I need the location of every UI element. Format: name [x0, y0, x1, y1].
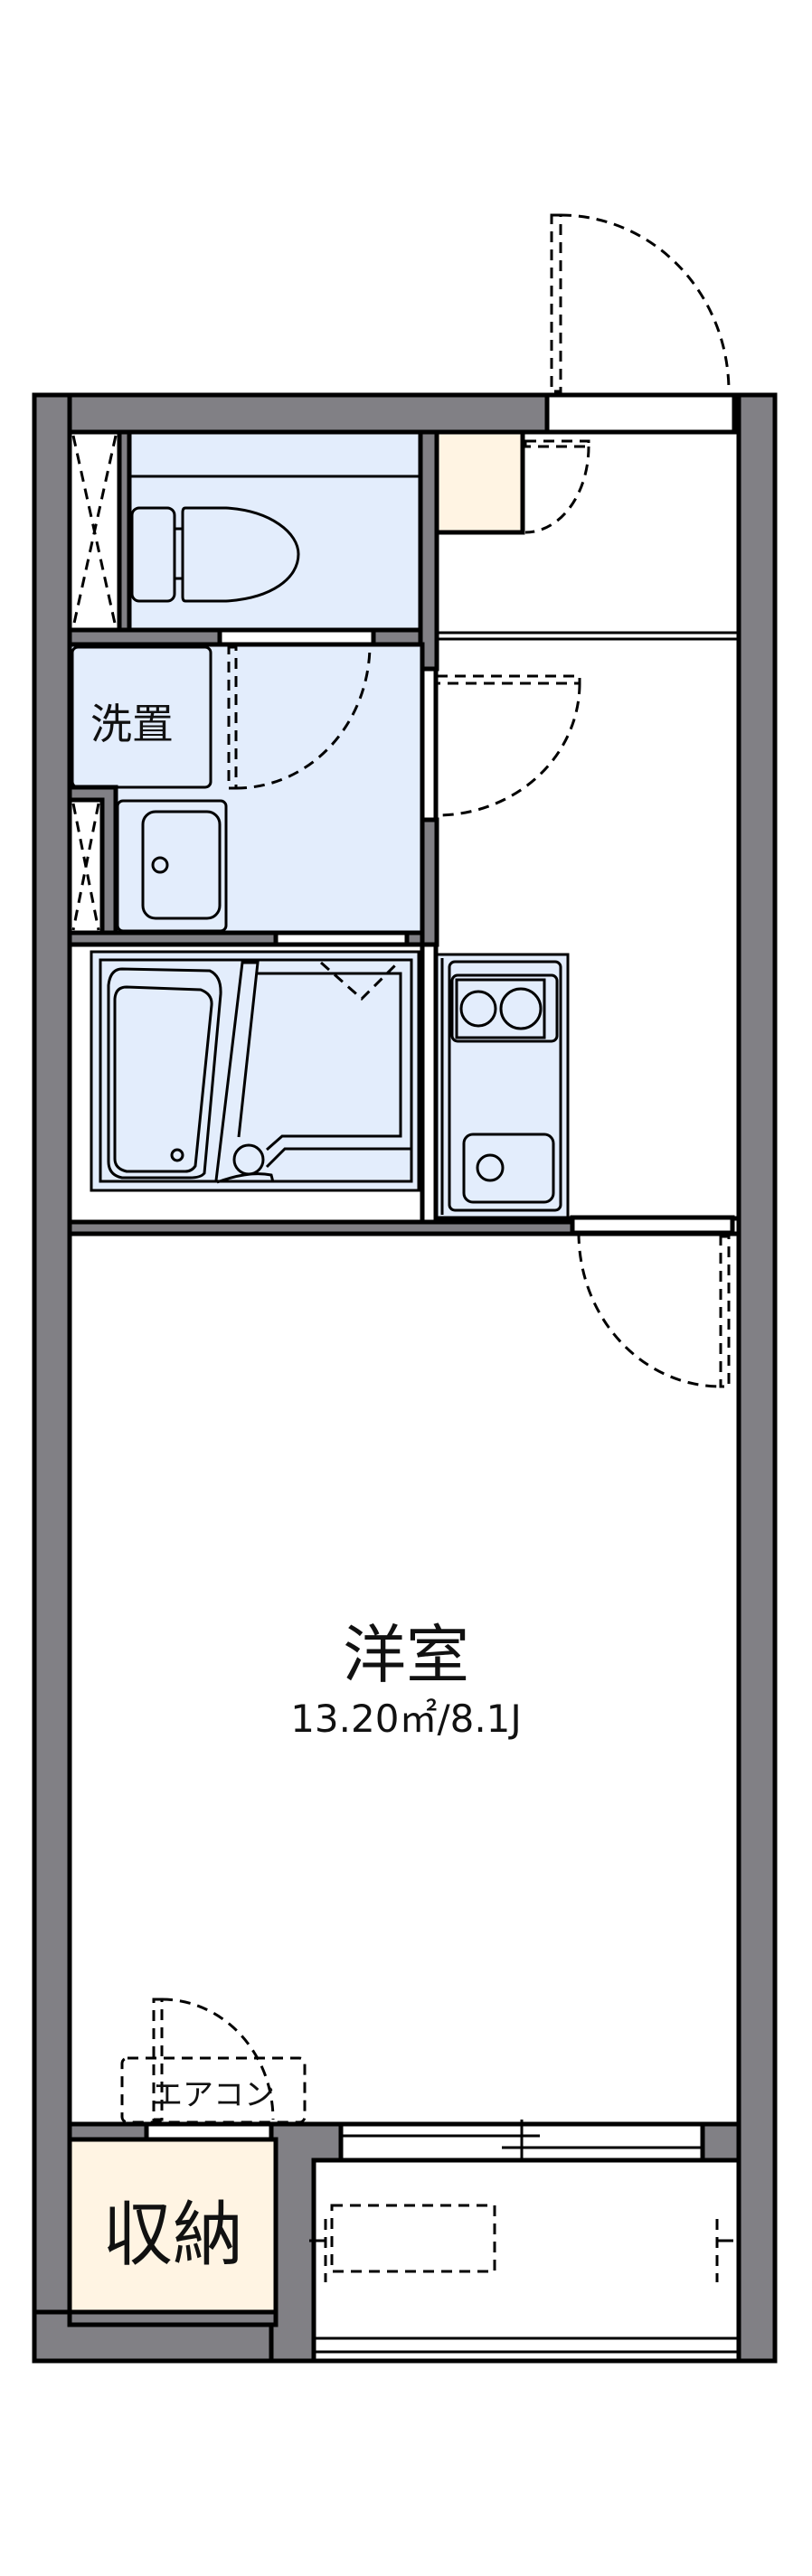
interior-wall — [418, 429, 439, 672]
western-room — [67, 1231, 741, 2127]
western-room-label: 洋室 — [343, 1618, 469, 1692]
washer-space — [71, 645, 212, 789]
washbasin — [116, 799, 228, 933]
western-room-area: 13.20㎡/8.1J — [290, 1697, 522, 1741]
bathroom — [67, 942, 425, 1225]
kitchen-sink — [462, 1133, 555, 1204]
burner-right — [499, 987, 543, 1030]
toilet-tank — [130, 506, 176, 603]
storage-label: 収納 — [101, 2195, 243, 2276]
ac-outdoor-unit — [330, 2204, 496, 2273]
toilet-room — [127, 429, 423, 633]
toilet-bowl — [181, 506, 300, 603]
washroom — [67, 642, 581, 936]
stove — [455, 978, 546, 1039]
entrance-door — [544, 213, 737, 435]
air-conditioner-label: エアコン — [152, 2077, 275, 2113]
bath-faucet — [232, 1143, 265, 1176]
basin-drain — [151, 856, 169, 874]
burner-left — [459, 990, 497, 1028]
balcony — [309, 2158, 741, 2364]
kitchen — [435, 953, 570, 1219]
storage-closet — [67, 2121, 279, 2327]
washroom-label: 洗置 — [90, 700, 174, 748]
kitchen-counter — [435, 953, 570, 1219]
balcony-window — [338, 2120, 705, 2166]
shoe-cabinet — [433, 429, 590, 535]
pipe-shaft-top — [67, 429, 122, 634]
bathtub — [107, 967, 222, 1180]
